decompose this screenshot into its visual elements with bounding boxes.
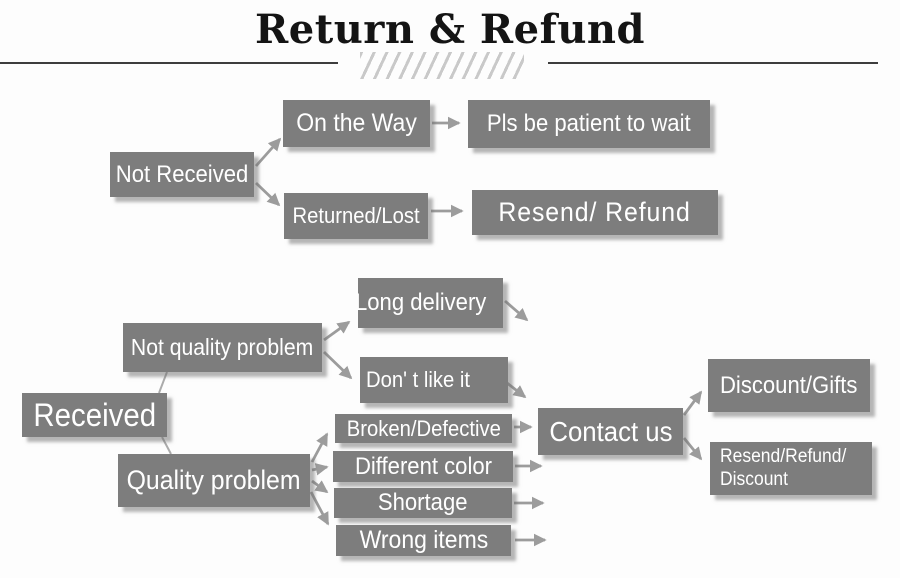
node-label: Contact us bbox=[548, 415, 673, 447]
node-label: Different color bbox=[354, 452, 492, 480]
node-label: Received bbox=[33, 396, 156, 433]
arrow-contactus-resendrefunddiscount bbox=[682, 437, 703, 461]
connector-received-quality bbox=[161, 436, 172, 455]
node-long-delivery: Long delivery bbox=[358, 278, 503, 328]
hatch-slashes-decoration bbox=[360, 52, 524, 79]
node-label: Quality problem bbox=[127, 465, 301, 495]
node-dont-like-it: Don' t like it bbox=[360, 357, 508, 403]
node-quality-problem: Quality problem bbox=[118, 454, 310, 507]
arrow-notreceived-ontheway bbox=[254, 137, 282, 167]
arrow-quality-different bbox=[311, 463, 329, 476]
arrow-longdelivery-out bbox=[504, 299, 529, 322]
arrow-dontlike-contactus bbox=[506, 381, 527, 399]
node-label-line1: Resend/Refund/ bbox=[720, 446, 847, 468]
arrow-notreceived-returnedlost bbox=[255, 181, 281, 207]
node-broken-defective: Broken/Defective bbox=[335, 414, 512, 443]
node-wrong-items: Wrong items bbox=[336, 525, 511, 556]
arrow-quality-wrong bbox=[309, 491, 330, 526]
node-label: Resend/ Refund bbox=[498, 197, 692, 227]
title-rule-left bbox=[0, 62, 338, 64]
node-label: Not quality problem bbox=[131, 334, 314, 360]
node-pls-be-patient: Pls be patient to wait bbox=[468, 100, 710, 148]
node-label: Not Received bbox=[115, 160, 249, 188]
node-label-line2: Discount bbox=[720, 468, 789, 490]
node-not-received: Not Received bbox=[110, 152, 254, 197]
node-label: Broken/Defective bbox=[346, 415, 501, 441]
node-resend-refund: Resend/ Refund bbox=[472, 190, 718, 235]
node-label: Resend/Refund/ Discount bbox=[720, 446, 846, 491]
node-label: Wrong items bbox=[359, 526, 488, 554]
connector-received-notquality bbox=[158, 371, 168, 394]
arrow-quality-broken bbox=[310, 432, 329, 463]
node-label: On the Way bbox=[296, 109, 417, 137]
arrow-notquality-dontlike bbox=[323, 350, 353, 380]
node-label: Shortage bbox=[378, 489, 468, 516]
node-contact-us: Contact us bbox=[538, 408, 683, 455]
arrow-contactus-discountgifts bbox=[682, 390, 703, 416]
node-label: Don' t like it bbox=[366, 367, 470, 392]
title-rule-right bbox=[548, 62, 878, 64]
node-not-quality-problem: Not quality problem bbox=[123, 323, 322, 372]
node-discount-gifts: Discount/Gifts bbox=[708, 359, 870, 412]
node-received: Received bbox=[22, 393, 167, 437]
arrow-quality-shortage bbox=[311, 479, 329, 494]
node-different-color: Different color bbox=[333, 451, 513, 482]
node-label: Discount/Gifts bbox=[720, 371, 858, 399]
node-label: Returned/Lost bbox=[292, 203, 420, 228]
node-label: Pls be patient to wait bbox=[487, 110, 691, 137]
node-returned-lost: Returned/Lost bbox=[284, 193, 428, 239]
node-resend-refund-discount: Resend/Refund/ Discount bbox=[710, 442, 872, 495]
page-title: Return & Refund bbox=[255, 6, 645, 53]
node-on-the-way: On the Way bbox=[283, 100, 430, 147]
arrow-notquality-longdelivery bbox=[323, 320, 351, 342]
node-label: Long delivery bbox=[358, 289, 487, 316]
node-shortage: Shortage bbox=[334, 488, 512, 518]
